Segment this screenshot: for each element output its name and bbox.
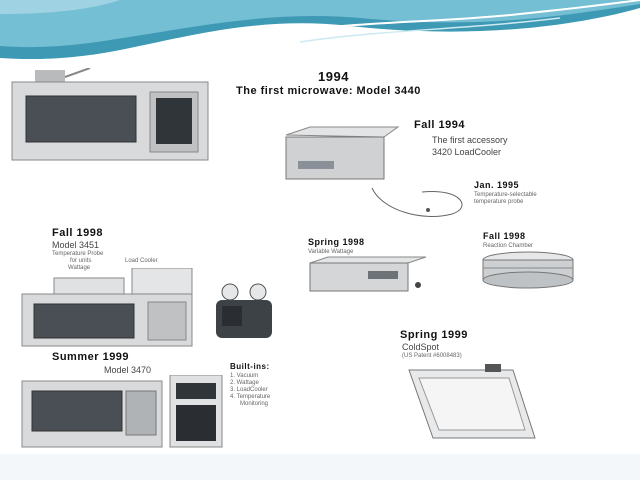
caption-builtin-3: 3. LoadCooler — [230, 387, 268, 393]
caption-temp-probe-line2: temperature probe — [474, 199, 524, 205]
variable-wattage-unit — [309, 256, 427, 292]
caption-jan-1995: Jan. 1995 — [474, 180, 520, 190]
caption-loadcooler-3420: 3420 LoadCooler — [432, 147, 502, 157]
model-3470-microwave — [21, 375, 223, 448]
caption-spring-1999: Spring 1999 — [400, 329, 468, 341]
caption-1994: 1994 — [318, 69, 349, 84]
caption-builtin-2: 2. Wattage — [230, 380, 259, 386]
caption-spring-1998: Spring 1998 — [308, 237, 365, 247]
footer-band — [0, 454, 640, 480]
caption-model-3470: Model 3470 — [104, 365, 152, 375]
caption-coldspot: ColdSpot — [402, 342, 440, 352]
caption-built-ins: Built-ins: — [230, 362, 270, 371]
coldspot-tray — [408, 364, 536, 439]
temperature-probe — [371, 187, 463, 217]
header-wave — [0, 0, 640, 60]
caption-fall-1998-right: Fall 1998 — [483, 231, 526, 241]
model-3451-microwave — [21, 268, 193, 347]
caption-fall-1998-left: Fall 1998 — [52, 227, 103, 239]
loadcooler-3420 — [285, 126, 400, 180]
caption-fall-1994: Fall 1994 — [414, 119, 465, 131]
caption-load-cooler-small: Load Cooler — [125, 258, 158, 264]
caption-reaction-chamber: Reaction Chamber — [483, 243, 534, 249]
reaction-chamber — [482, 251, 574, 289]
caption-for-units: for units — [70, 258, 92, 264]
vacuum-pump — [216, 283, 272, 338]
caption-model-3440: The first microwave: Model 3440 — [236, 85, 421, 97]
caption-first-accessory: The first accessory — [432, 135, 508, 145]
caption-temp-probe-small: Temperature Probe — [52, 251, 104, 257]
caption-builtin-1: 1. Vacuum — [230, 373, 259, 379]
caption-builtin-5: Monitoring — [240, 401, 269, 407]
caption-temp-probe-line1: Temperature-selectable — [474, 192, 537, 198]
caption-builtin-4: 4. Temperature — [230, 394, 271, 400]
caption-model-3451: Model 3451 — [52, 240, 100, 250]
caption-summer-1999: Summer 1999 — [52, 351, 130, 363]
model-3440-microwave — [11, 68, 209, 161]
caption-coldspot-sub: (US Patent #6008483) — [402, 353, 462, 359]
caption-variable-wattage: Variable Wattage — [308, 249, 354, 255]
caption-wattage: Wattage — [68, 265, 91, 271]
